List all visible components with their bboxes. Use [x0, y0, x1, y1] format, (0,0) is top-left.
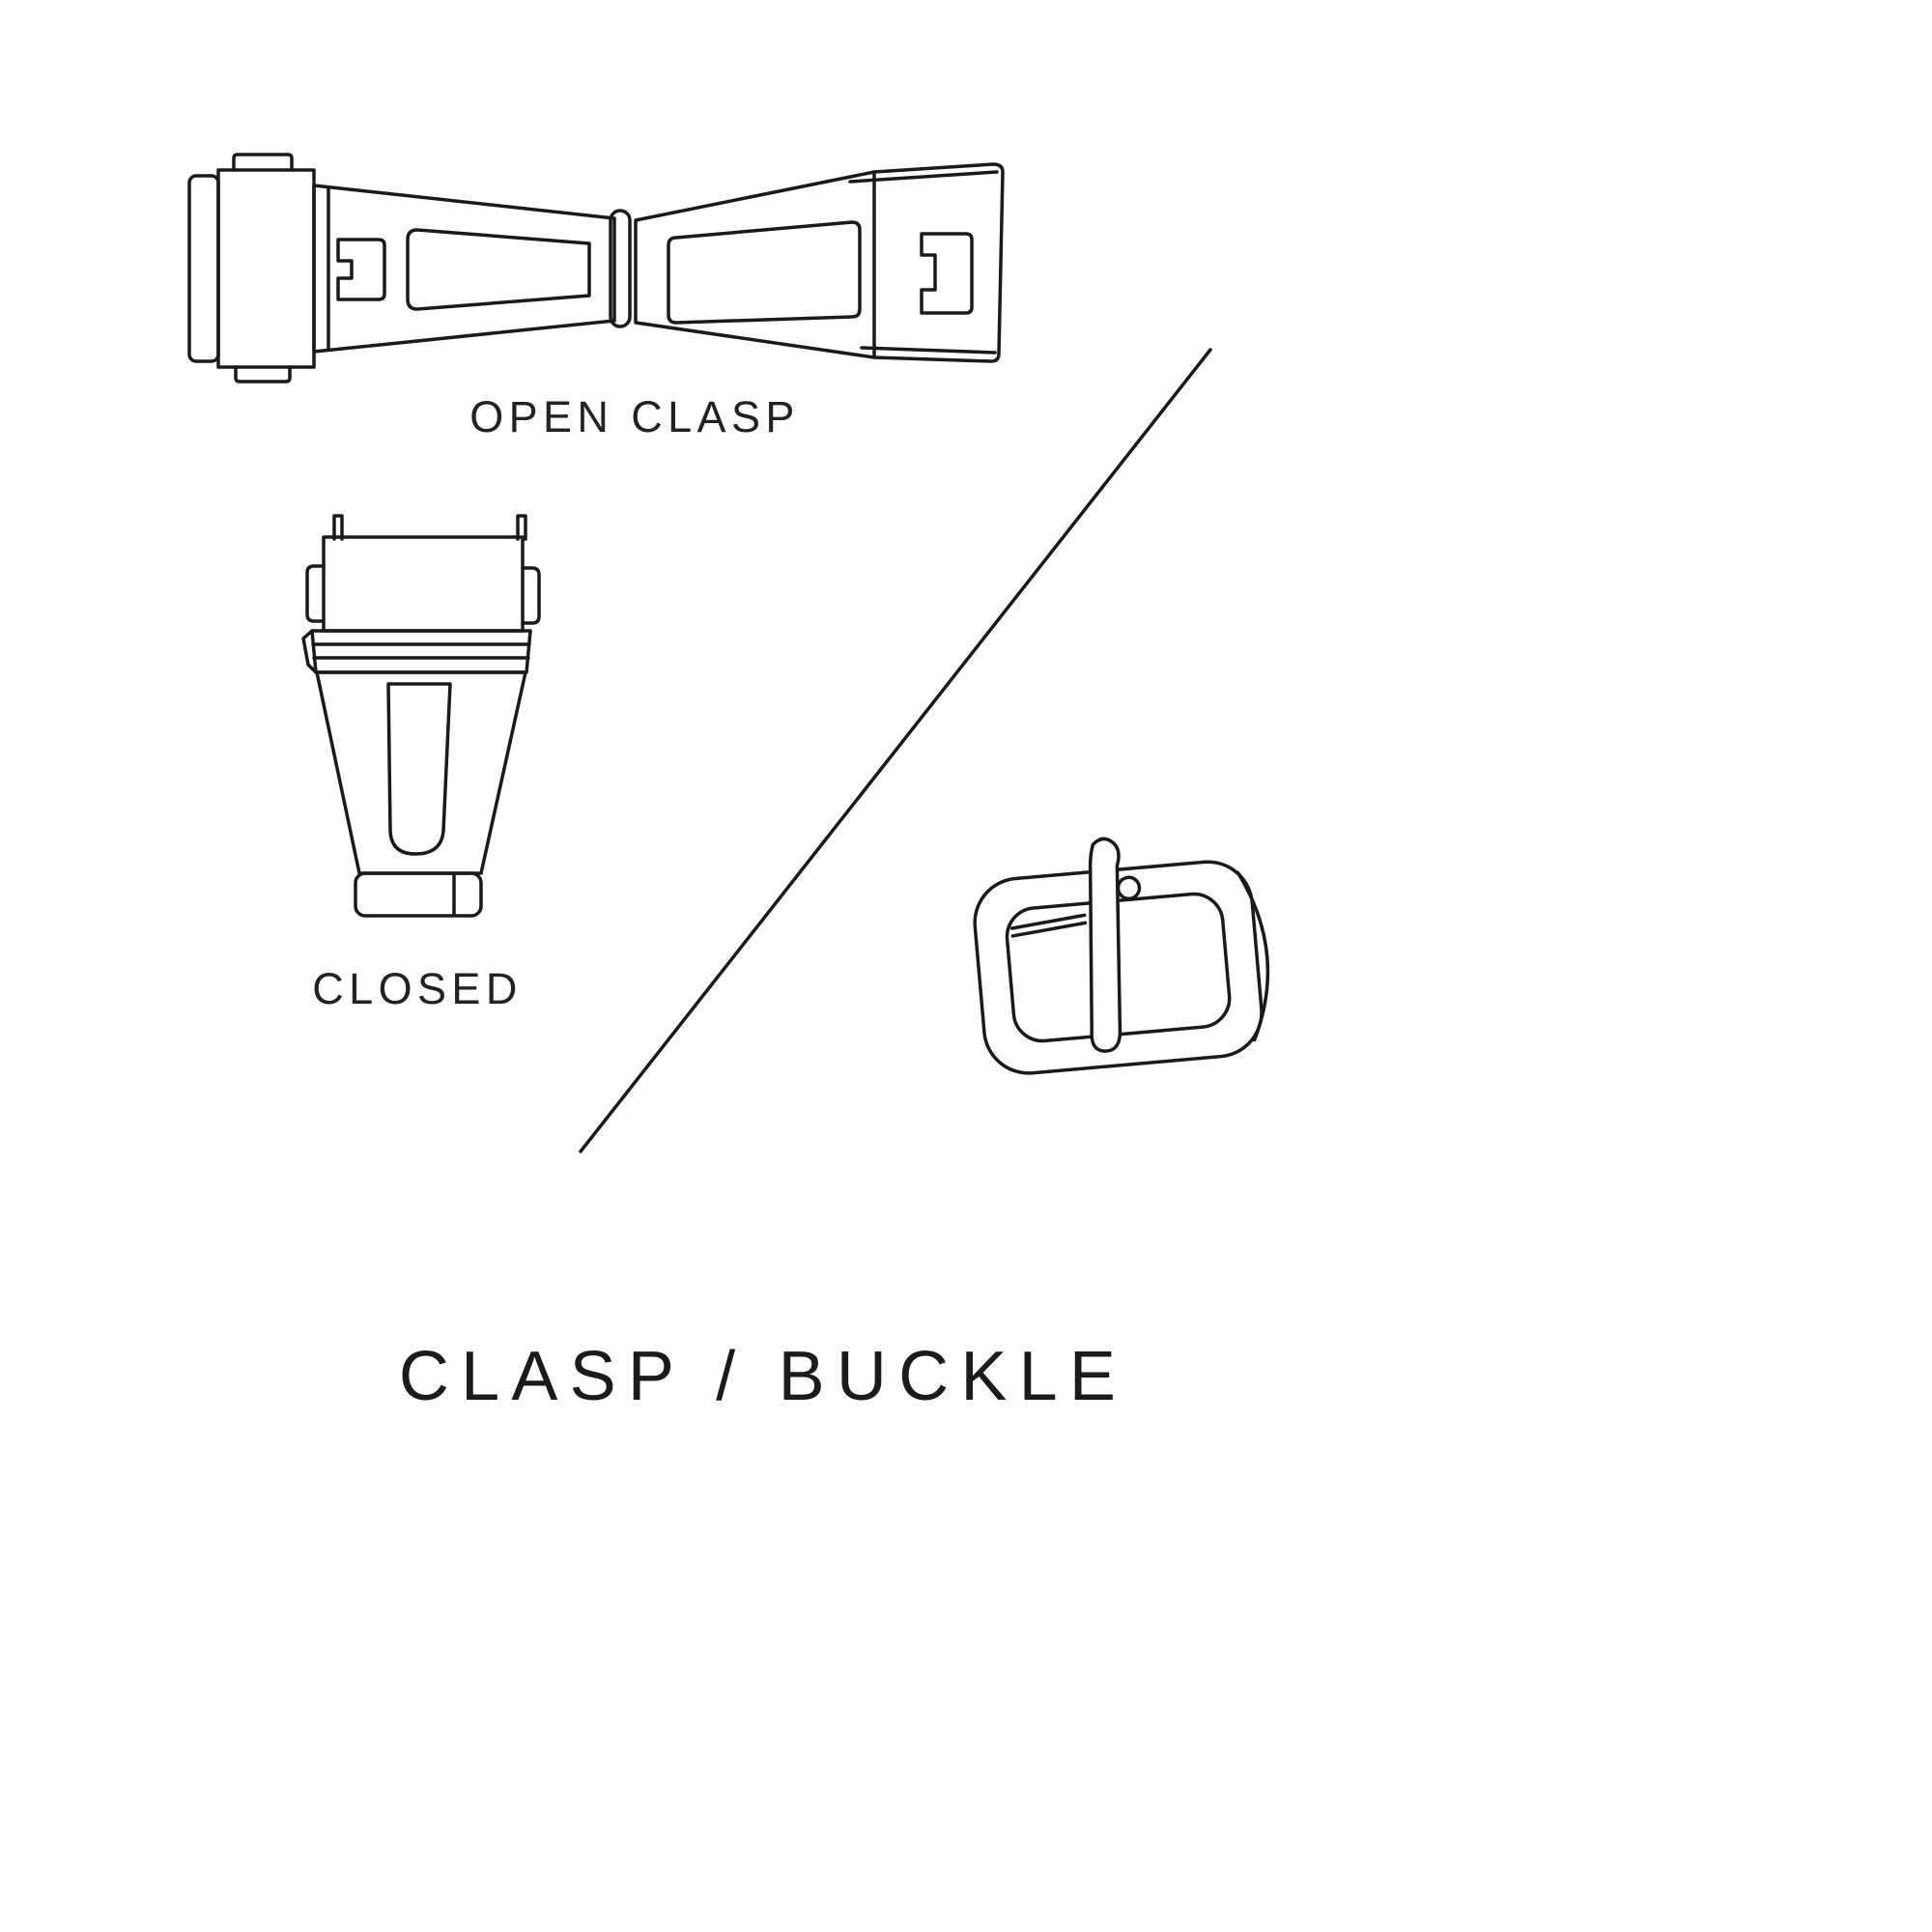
open-clasp-illustration — [187, 153, 1005, 384]
closed-clasp-illustration — [301, 514, 541, 918]
buckle-illustration — [973, 837, 1270, 1075]
open-clasp-label: OPEN CLASP — [469, 392, 800, 441]
diagram-title: CLASP / BUCKLE — [398, 1338, 1128, 1415]
closed-clasp-label: CLOSED — [312, 964, 523, 1013]
